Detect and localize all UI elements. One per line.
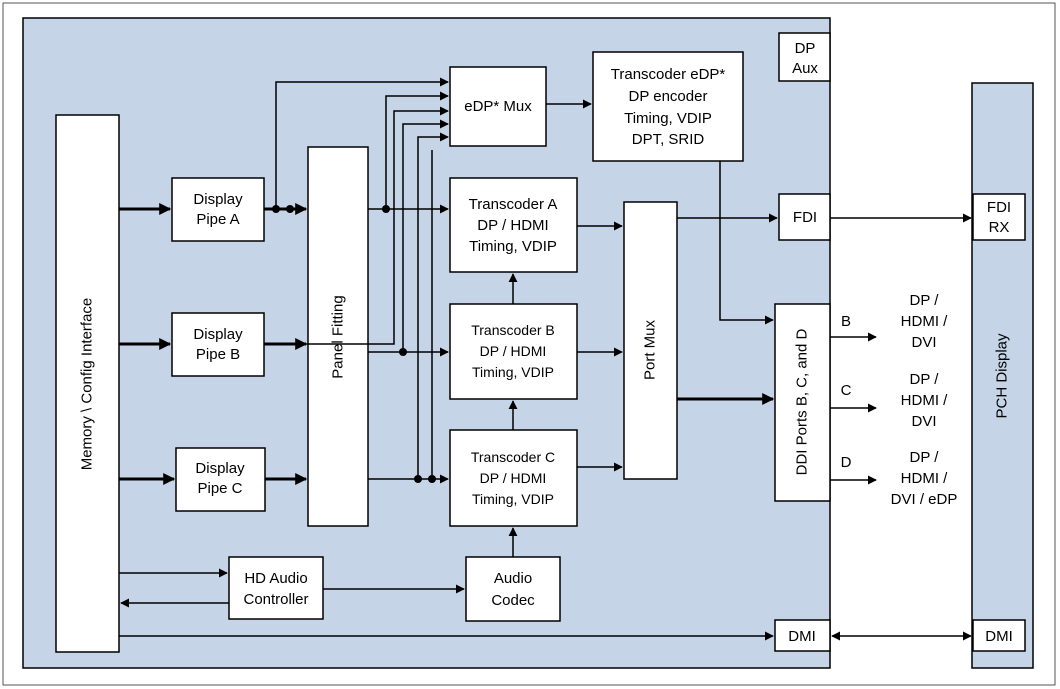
dp-aux-block: DP Aux: [778, 32, 831, 82]
svg-text:HDMI /: HDMI /: [901, 470, 948, 487]
memory-config-block: Memory \ Config Interface: [55, 114, 120, 653]
svg-text:HD Audio: HD Audio: [244, 570, 307, 587]
hd-audio-controller-block: HD Audio Controller: [228, 556, 324, 620]
edp-mux-block: eDP* Mux: [449, 66, 547, 147]
fdi-rx-block: FDI RX: [972, 193, 1026, 241]
svg-text:DVI / eDP: DVI / eDP: [891, 491, 958, 508]
memory-config-label: Memory \ Config Interface: [79, 298, 96, 471]
svg-text:DP encoder: DP encoder: [629, 88, 708, 105]
display-pipe-a-block: Display Pipe A: [171, 177, 265, 242]
svg-text:Display: Display: [195, 460, 245, 477]
svg-text:Audio: Audio: [494, 570, 532, 587]
transcoder-b-block: Transcoder B DP / HDMI Timing, VDIP: [449, 303, 578, 400]
svg-text:Transcoder eDP*: Transcoder eDP*: [611, 66, 726, 83]
port-mux-label: Port Mux: [642, 319, 659, 380]
svg-text:Timing, VDIP: Timing, VDIP: [624, 110, 712, 127]
arrow-transcoder-edp-ddi: [719, 161, 774, 325]
svg-text:Transcoder A: Transcoder A: [469, 196, 558, 213]
pch-display-region: [971, 82, 1034, 669]
ddi-ports-label: DDI Ports B, C, and D: [794, 328, 811, 475]
svg-text:Pipe C: Pipe C: [197, 480, 242, 497]
svg-text:DP /: DP /: [910, 449, 940, 466]
svg-text:Display: Display: [193, 191, 243, 208]
junction-pipe-a: [272, 205, 280, 213]
svg-text:DP /: DP /: [910, 371, 940, 388]
svg-text:Codec: Codec: [491, 592, 535, 609]
port-c-label: C: [841, 382, 852, 399]
svg-text:DVI: DVI: [911, 334, 936, 351]
svg-text:FDI: FDI: [987, 199, 1011, 216]
svg-text:Timing, VDIP: Timing, VDIP: [472, 364, 554, 380]
svg-text:Display: Display: [193, 326, 243, 343]
transcoder-a-block: Transcoder A DP / HDMI Timing, VDIP: [449, 177, 578, 273]
arrow-pipe-b-edp: [290, 106, 449, 345]
svg-text:Controller: Controller: [243, 591, 308, 608]
arrow-panel-a-edp: [385, 91, 449, 209]
panel-fitting-block: Panel Fitting: [307, 146, 369, 527]
arrow-panel-b-edp: [402, 119, 449, 352]
svg-text:HDMI /: HDMI /: [901, 392, 948, 409]
svg-text:DP: DP: [795, 40, 816, 57]
display-pipe-c-block: Display Pipe C: [175, 447, 266, 512]
svg-text:DPT, SRID: DPT, SRID: [632, 131, 705, 148]
ddi-ports-block: DDI Ports B, C, and D: [774, 303, 831, 502]
svg-text:DP / HDMI: DP / HDMI: [480, 343, 547, 359]
svg-text:DMI: DMI: [788, 628, 816, 645]
svg-text:DP / HDMI: DP / HDMI: [477, 217, 548, 234]
arrow-panel-c-edp: [417, 132, 449, 479]
display-pipe-b-block: Display Pipe B: [171, 312, 265, 377]
svg-text:HDMI /: HDMI /: [901, 313, 948, 330]
output-b-label: DP / HDMI / DVI: [901, 292, 948, 351]
transcoder-c-block: Transcoder C DP / HDMI Timing, VDIP: [449, 429, 578, 527]
output-d-label: DP / HDMI / DVI / eDP: [891, 449, 958, 508]
port-d-label: D: [841, 454, 852, 471]
junction-panel-c: [414, 475, 422, 483]
svg-text:RX: RX: [989, 219, 1010, 236]
transcoder-edp-block: Transcoder eDP* DP encoder Timing, VDIP …: [592, 51, 744, 162]
connectors: [119, 77, 972, 641]
svg-text:FDI: FDI: [793, 209, 817, 226]
svg-text:Aux: Aux: [792, 60, 818, 77]
arrow-pipe-a-edp: [275, 77, 449, 209]
junction-pipe-a-2: [286, 205, 294, 213]
port-mux-block: Port Mux: [623, 201, 678, 480]
svg-text:Pipe B: Pipe B: [196, 346, 240, 363]
pch-display-label: PCH Display: [994, 333, 1011, 419]
svg-text:Transcoder B: Transcoder B: [471, 322, 555, 338]
junction-panel-a: [382, 205, 390, 213]
junction-panel-b: [399, 348, 407, 356]
pch-display-block: PCH Display: [994, 333, 1011, 419]
pch-dmi-block: DMI: [972, 619, 1026, 652]
svg-text:DP /: DP /: [910, 292, 940, 309]
svg-text:Transcoder C: Transcoder C: [471, 449, 555, 465]
panel-fitting-label: Panel Fitting: [330, 295, 347, 378]
svg-text:Pipe A: Pipe A: [196, 211, 239, 228]
svg-text:eDP* Mux: eDP* Mux: [464, 98, 532, 115]
svg-text:DP / HDMI: DP / HDMI: [480, 470, 547, 486]
svg-text:Timing, VDIP: Timing, VDIP: [469, 238, 557, 255]
svg-text:DMI: DMI: [985, 628, 1013, 645]
dmi-block: DMI: [774, 619, 831, 652]
svg-text:DVI: DVI: [911, 413, 936, 430]
fdi-block: FDI: [778, 193, 831, 241]
audio-codec-block: Audio Codec: [465, 556, 561, 622]
svg-text:Timing, VDIP: Timing, VDIP: [472, 491, 554, 507]
output-c-label: DP / HDMI / DVI: [901, 371, 948, 430]
port-b-label: B: [841, 313, 851, 330]
